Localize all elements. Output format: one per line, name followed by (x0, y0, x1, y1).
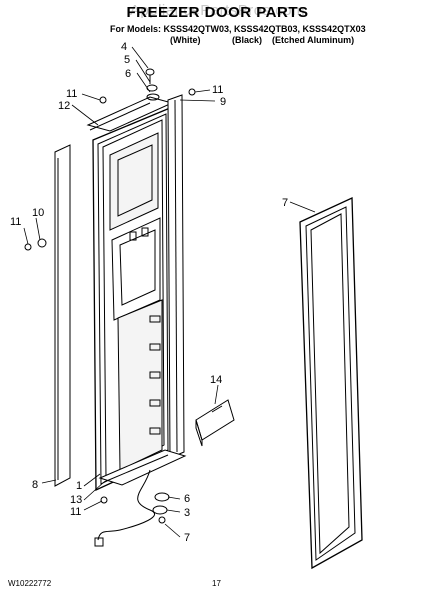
models-line: For Models: KSSS42QTW03, KSSS42QTB03, KS… (110, 24, 366, 34)
callout-11-top-right: 11 (212, 84, 223, 96)
wire-harness (94, 469, 155, 547)
callout-1: 1 (76, 480, 82, 492)
callout-7-bottom: 7 (184, 532, 190, 544)
variant-black: (Black) (232, 35, 263, 45)
door-gasket (299, 196, 363, 570)
page-number: 17 (212, 579, 221, 588)
bottom-cap (98, 449, 187, 486)
document-number: W10222772 (8, 579, 52, 588)
callout-14: 14 (210, 374, 222, 386)
variant-white: (White) (170, 35, 201, 45)
callout-4: 4 (121, 41, 127, 53)
callout-6-bottom: 6 (184, 493, 190, 505)
variant-etched-aluminum: (Etched Aluminum) (272, 35, 355, 45)
diagram-title: FREEZER DOOR PARTS (126, 4, 309, 21)
leader-lines (23, 46, 316, 538)
right-hinge-strip (167, 94, 185, 459)
callout-8: 8 (32, 479, 38, 491)
callout-11-left: 11 (10, 216, 21, 228)
watermark: AppliancePartsPros.com (129, 2, 306, 19)
bottom-hinge-parts (152, 492, 170, 515)
callout-7-gasket: 7 (282, 197, 288, 209)
callout-11-bottom: 11 (70, 506, 81, 518)
callout-11-top-left: 11 (66, 88, 77, 100)
callout-5: 5 (124, 54, 130, 66)
door-bin (195, 399, 235, 447)
screws (24, 88, 196, 524)
left-trim-strip (54, 144, 71, 487)
top-hinge-parts (145, 68, 160, 101)
callout-13: 13 (70, 494, 82, 506)
callout-9: 9 (220, 96, 226, 108)
callout-6-top: 6 (125, 68, 131, 80)
shelf-slots (117, 299, 163, 471)
callout-3: 3 (184, 507, 190, 519)
callout-10: 10 (32, 207, 44, 219)
callout-12: 12 (58, 100, 70, 112)
dispenser-recess (109, 132, 161, 321)
